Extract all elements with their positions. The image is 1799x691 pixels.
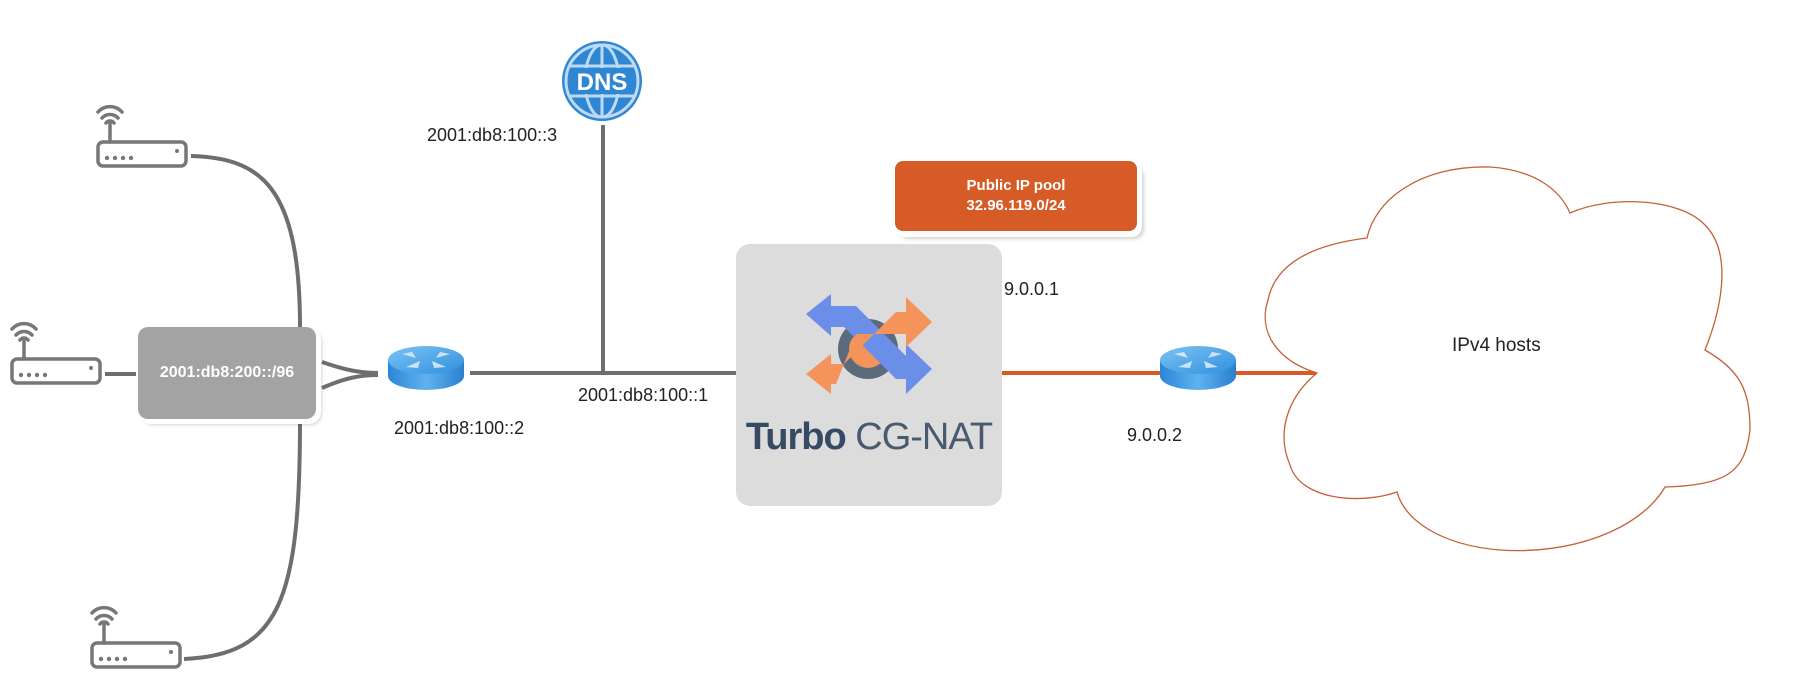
nat-inside-address-label: 2001:db8:100::1	[578, 385, 709, 405]
subnet-label: 2001:db8:200::/96	[159, 364, 295, 381]
router-icon	[1160, 346, 1236, 390]
link-subnet-router-b	[321, 373, 379, 390]
dns-globe-icon: DNS	[562, 41, 642, 121]
link-subnet-router-a	[321, 360, 379, 375]
subnet-box: 2001:db8:200::/96	[138, 327, 316, 419]
wifi-router-icon	[90, 605, 182, 669]
cloud-label: IPv4 hosts	[1452, 335, 1541, 356]
wifi-router-icon	[10, 321, 102, 385]
nat-logo-bold: Turbo	[745, 416, 847, 458]
nat-outside-address-label: 9.0.0.1	[1004, 279, 1060, 299]
public-ip-pool-title: Public IP pool	[966, 177, 1066, 194]
nat-logo-text: Turbo CG-NAT	[736, 416, 1002, 459]
nat-crossing-arrows-icon	[806, 294, 932, 394]
dns-icon-text: DNS	[577, 69, 628, 96]
link-cpe3-subnet	[183, 419, 302, 661]
wifi-router-icon	[96, 104, 188, 168]
turbo-cg-nat-node: Turbo CG-NAT	[736, 244, 1002, 506]
public-ip-pool-box: Public IP pool 32.96.119.0/24	[895, 161, 1137, 231]
router-icon	[388, 346, 464, 390]
right-router-address-label: 9.0.0.2	[1127, 425, 1183, 445]
nat-logo-light: CG-NAT	[855, 416, 993, 458]
cloud-icon	[1264, 166, 1751, 552]
public-ip-pool-range: 32.96.119.0/24	[966, 197, 1066, 214]
link-cpe1-subnet	[190, 154, 302, 328]
left-router-address-label: 2001:db8:100::2	[394, 418, 525, 438]
dns-address-label: 2001:db8:100::3	[427, 125, 558, 145]
